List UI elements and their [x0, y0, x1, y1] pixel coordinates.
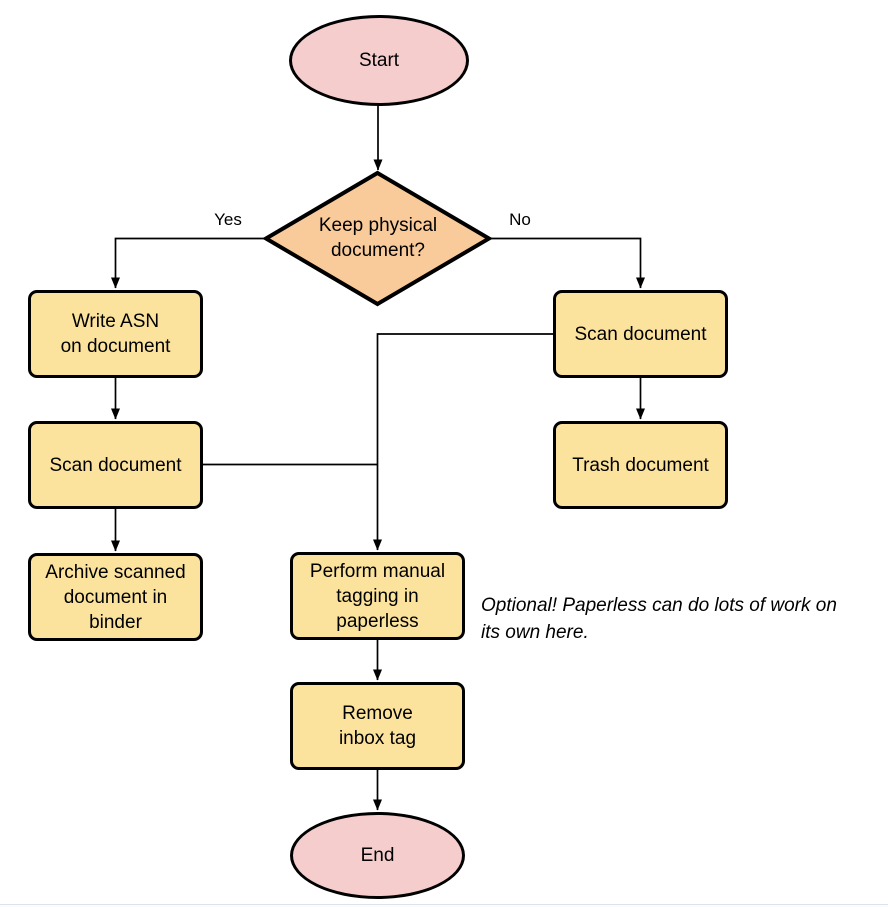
start-node-label: Start: [358, 50, 400, 71]
manual-tagging-node: Perform manual tagging in paperless: [290, 552, 465, 640]
archive-node-label: Archive scanned document in binder: [45, 561, 186, 633]
page-bottom-divider: [0, 904, 888, 907]
scan-document-right-node-label: Scan document: [574, 323, 707, 345]
decision-node: Keep physical document?: [278, 188, 478, 288]
edge-label-yes: Yes: [214, 210, 242, 229]
trash-document-node: Trash document: [553, 421, 728, 509]
edge-label-no: No: [509, 210, 531, 229]
scan-document-left-node: Scan document: [28, 421, 203, 509]
scan-document-right-node: Scan document: [553, 290, 728, 378]
decision-node-shape: [262, 170, 493, 307]
write-asn-node-label: Write ASN on document: [60, 311, 171, 357]
manual-tagging-node-label: Perform manual tagging in paperless: [309, 560, 446, 632]
trash-document-node-label: Trash document: [572, 454, 709, 476]
edge-scan-right-to-tagging: [373, 333, 553, 551]
edge-decision-no-to-scan-right: [490, 237, 645, 289]
remove-inbox-tag-node: Remove inbox tag: [290, 682, 465, 770]
scan-document-left-node-label: Scan document: [49, 454, 182, 476]
end-node: End: [290, 812, 465, 899]
optional-annotation: Optional! Paperless can do lots of work …: [481, 595, 837, 643]
write-asn-node: Write ASN on document: [28, 290, 203, 378]
archive-node: Archive scanned document in binder: [28, 553, 203, 641]
end-node-label: End: [360, 845, 395, 866]
edge-decision-yes-to-write-asn: [111, 237, 265, 289]
remove-inbox-tag-node-label: Remove inbox tag: [338, 703, 417, 749]
start-node: Start: [289, 15, 469, 106]
decision-node-label: Keep physical document?: [318, 215, 438, 261]
